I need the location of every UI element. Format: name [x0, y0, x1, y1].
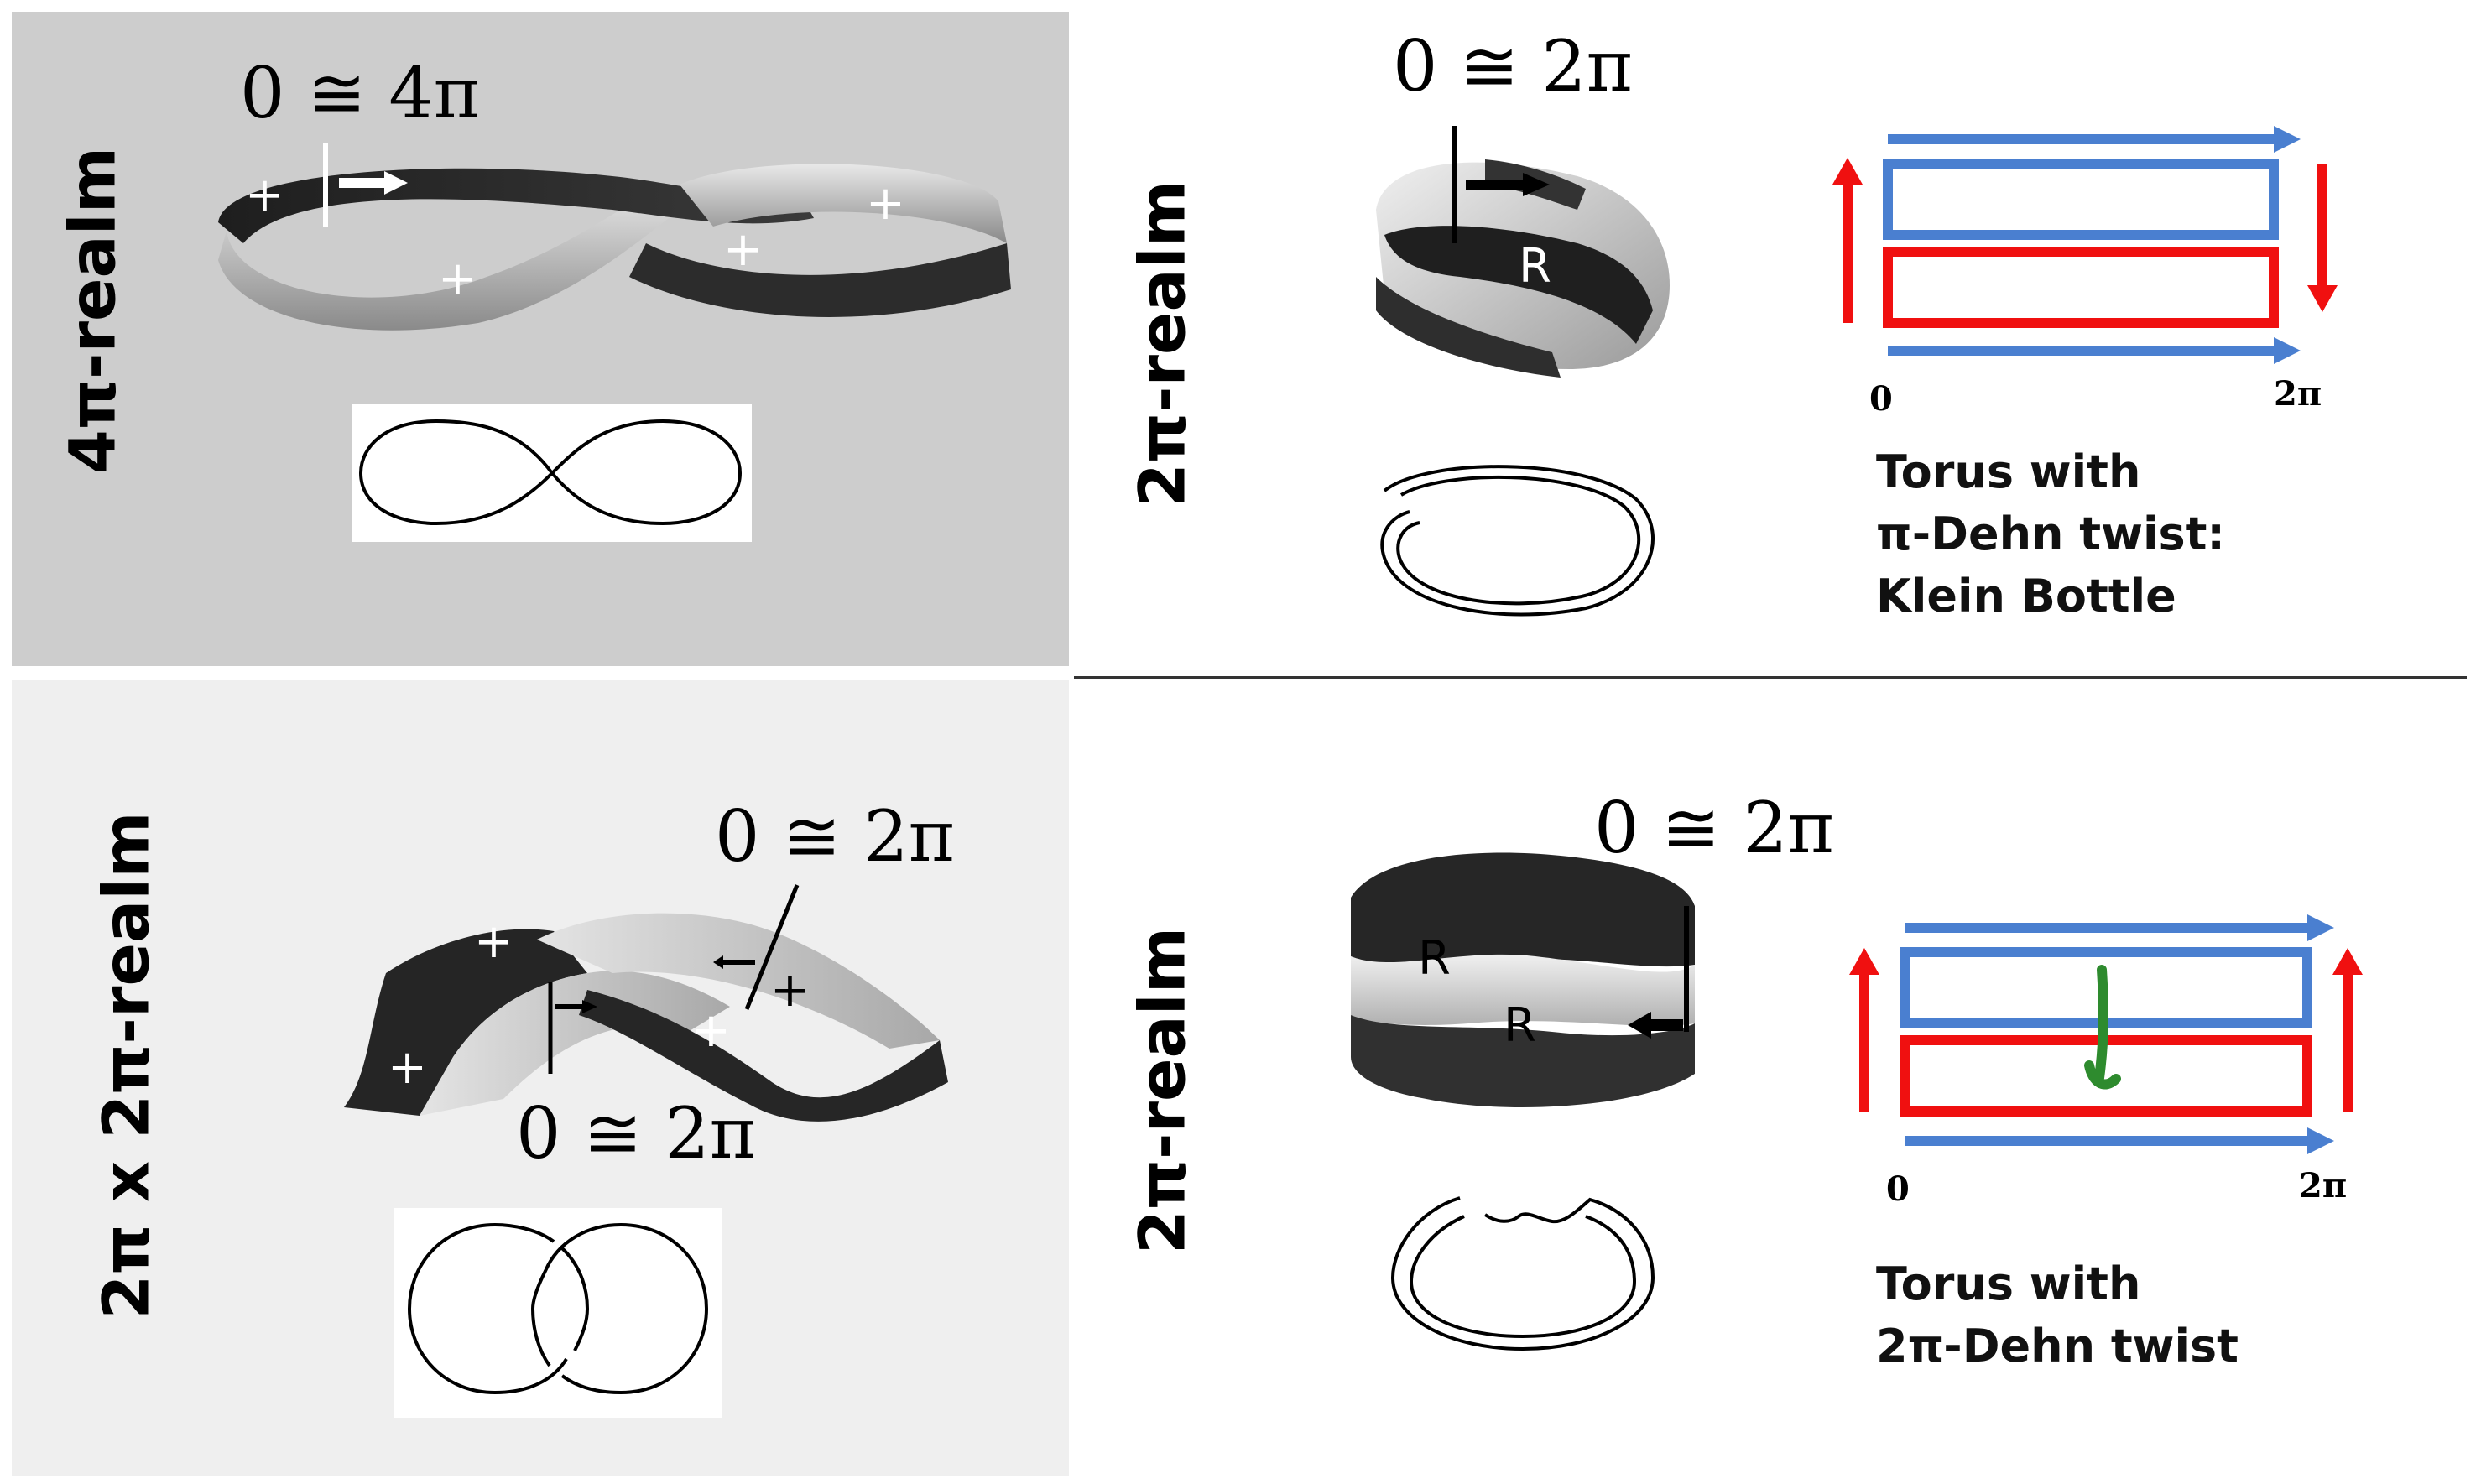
notched-loop-curve — [1390, 1196, 1655, 1351]
klein-bottle-diagram — [1832, 126, 2338, 364]
plus-sign: + — [770, 963, 810, 1018]
strip-letter-r: R — [1504, 998, 1536, 1053]
caption-klein-bottle: Torus with π-Dehn twist: Klein Bottle — [1876, 441, 2225, 627]
plus-sign: + — [438, 252, 477, 306]
realm-label-2pi-bottom: 2π-realm — [1124, 926, 1200, 1255]
angle-label-2pi-lower: 0 ≅ 2π — [516, 1092, 756, 1174]
cut-line-2pi-upper — [713, 884, 800, 1010]
caption-line: π-Dehn twist: — [1876, 508, 2226, 560]
torus-dehn-twist-diagram — [1849, 914, 2363, 1154]
plus-sign: + — [691, 1003, 731, 1058]
caption-line: Torus with — [1876, 1257, 2141, 1310]
realm-label-2pi-top: 2π-realm — [1124, 180, 1200, 508]
cut-line-2pi-top — [1452, 126, 1550, 243]
axis-end-label: 2π — [2274, 374, 2322, 414]
caption-line: Torus with — [1876, 445, 2141, 498]
axis-start-label: 0 — [1869, 379, 1893, 419]
cut-line-4pi — [323, 143, 408, 227]
plus-sign: + — [474, 914, 513, 969]
strip-letter-r: R — [1418, 931, 1451, 986]
panel-4pi-realm — [12, 12, 1069, 666]
caption-line: 2π-Dehn twist — [1876, 1320, 2239, 1372]
plus-sign: + — [388, 1040, 427, 1095]
horizontal-divider — [1074, 676, 2467, 679]
realm-label-4pi: 4π-realm — [55, 146, 130, 475]
plus-sign: + — [866, 176, 905, 231]
trefoil-loop-curve — [1380, 465, 1655, 617]
caption-line: Klein Bottle — [1876, 570, 2176, 622]
angle-label-2pi-top: 0 ≅ 2π — [1393, 25, 1633, 107]
plus-sign: + — [245, 168, 284, 222]
angle-label-2pi-bottom: 0 ≅ 2π — [1594, 787, 1834, 869]
double-twisted-band — [344, 913, 948, 1122]
twisted-cylinder-band — [1351, 852, 1695, 1107]
angle-label-2pi-upper: 0 ≅ 2π — [715, 795, 955, 877]
axis-end-label: 2π — [2299, 1166, 2348, 1205]
angle-label-4pi: 0 ≅ 4π — [240, 52, 480, 134]
realm-label-2pi-x-2pi: 2π x 2π-realm — [88, 811, 164, 1320]
cut-line-2pi-bottom — [1628, 906, 1689, 1039]
cut-line-2pi-lower — [548, 982, 597, 1074]
axis-start-label: 0 — [1886, 1169, 1910, 1209]
figure-eight-curve — [352, 404, 752, 542]
strip-letter-r: R — [1519, 239, 1551, 294]
plus-sign: + — [723, 222, 763, 277]
hopf-link-curve — [394, 1208, 722, 1418]
caption-torus-2pi: Torus with 2π-Dehn twist — [1876, 1253, 2239, 1377]
